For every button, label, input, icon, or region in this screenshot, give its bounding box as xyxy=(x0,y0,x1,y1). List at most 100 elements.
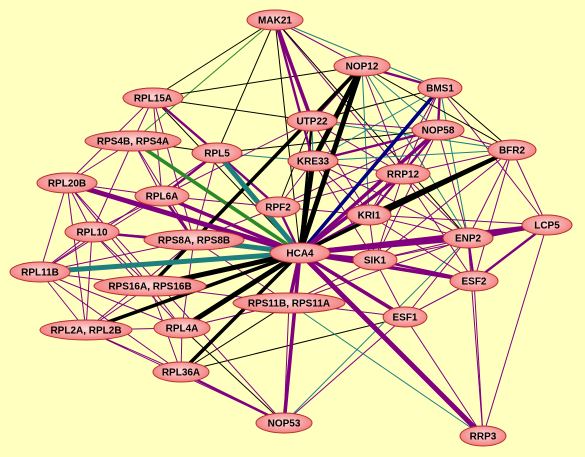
node-nop58[interactable]: NOP58 xyxy=(411,119,465,141)
edge-rpl20b-rpl11b xyxy=(39,182,68,273)
edge-hca4-nop58 xyxy=(298,128,440,255)
edge-kre33-enp2 xyxy=(312,160,469,239)
node-label: RPL6A xyxy=(146,192,179,203)
node-rpl15a[interactable]: RPL15A xyxy=(122,87,184,109)
node-rps16a[interactable]: RPS16A, RPS16B xyxy=(93,275,207,297)
edge-esf2-rrp3 xyxy=(473,280,484,437)
node-ellipse xyxy=(255,412,313,434)
node-rpl2a[interactable]: RPL2A, RPL2B xyxy=(39,319,133,341)
edge-rpl20b-rpl2a xyxy=(66,182,87,331)
node-label: NOP58 xyxy=(422,126,455,137)
edge-bfr2-enp2 xyxy=(467,149,513,239)
node-rpl4a[interactable]: RPL4A xyxy=(153,317,211,339)
node-rps11b[interactable]: RPS11B, RPS11A xyxy=(232,292,346,314)
node-sik1[interactable]: SIK1 xyxy=(352,249,398,271)
node-enp2[interactable]: ENP2 xyxy=(442,227,494,249)
node-ellipse xyxy=(287,150,339,172)
node-utp22[interactable]: UTP22 xyxy=(286,110,338,132)
node-bfr2[interactable]: BFR2 xyxy=(487,139,537,161)
node-rpl6a[interactable]: RPL6A xyxy=(134,185,190,207)
edge-enp2-rrp3 xyxy=(467,237,484,437)
node-label: RPS16A, RPS16B xyxy=(108,282,191,293)
edge-mak21-kre33 xyxy=(273,18,315,163)
node-nop12[interactable]: NOP12 xyxy=(333,55,391,77)
node-ellipse xyxy=(93,275,207,297)
node-rpf2[interactable]: RPF2 xyxy=(255,196,301,218)
node-rpl36a[interactable]: RPL36A xyxy=(152,361,210,383)
node-label: ESF2 xyxy=(461,277,486,288)
node-rps8a[interactable]: RPS8A, RPS8B xyxy=(143,229,245,251)
node-bms1[interactable]: BMS1 xyxy=(417,77,463,99)
node-mak21[interactable]: MAK21 xyxy=(246,9,304,31)
node-label: RPL10 xyxy=(76,228,108,239)
node-kri1[interactable]: KRI1 xyxy=(346,204,392,226)
node-rrp3[interactable]: RRP3 xyxy=(459,425,507,447)
edge-rrp12-enp2 xyxy=(402,173,469,239)
node-label: RPL4A xyxy=(166,324,199,335)
edge-hca4-rpl36a xyxy=(179,251,302,374)
node-label: BMS1 xyxy=(426,84,454,95)
node-label: ENP2 xyxy=(455,234,482,245)
edge-hca4-rpl20b xyxy=(64,180,303,256)
node-label: HCA4 xyxy=(286,249,314,260)
edge-nop12-bfr2 xyxy=(361,65,513,151)
node-label: MAK21 xyxy=(258,16,292,27)
edge-kri1-esf2 xyxy=(368,214,475,282)
node-ellipse xyxy=(152,361,210,383)
node-esf2[interactable]: ESF2 xyxy=(449,270,499,292)
node-rrp12[interactable]: RRP12 xyxy=(375,163,431,185)
node-rpl5[interactable]: RPL5 xyxy=(191,142,243,164)
node-ellipse xyxy=(64,221,120,243)
node-nop53[interactable]: NOP53 xyxy=(255,412,313,434)
node-ellipse xyxy=(269,242,331,264)
node-label: LCP5 xyxy=(534,221,560,232)
node-ellipse xyxy=(346,204,392,226)
node-ellipse xyxy=(36,172,98,194)
edge-enp2-esf1 xyxy=(404,237,469,318)
edge-rps11b-rrp3 xyxy=(288,302,484,437)
edge-bfr2-esf2 xyxy=(473,149,513,282)
edge-rpl4a-nop53 xyxy=(181,327,285,424)
edge-hca4-bms1 xyxy=(298,86,442,255)
node-label: RPL2A, RPL2B xyxy=(50,326,121,337)
node-ellipse xyxy=(333,55,391,77)
edge-rps8a-rps11b xyxy=(193,239,290,304)
node-rps4b[interactable]: RPS4B, RPS4A xyxy=(84,130,182,152)
edge-mak21-rpl15a xyxy=(152,19,276,99)
node-label: KRE33 xyxy=(297,157,330,168)
node-rpl11b[interactable]: RPL11B xyxy=(9,261,71,283)
edge-rpl5-rps8a xyxy=(193,152,218,241)
node-ellipse xyxy=(375,163,431,185)
edge-hca4-rrp3 xyxy=(297,250,486,439)
edge-nop12-nop58 xyxy=(361,65,439,131)
edge-mak21-bms1 xyxy=(274,19,441,89)
node-esf1[interactable]: ESF1 xyxy=(382,306,428,328)
node-ellipse xyxy=(39,319,133,341)
node-rpl10[interactable]: RPL10 xyxy=(64,221,120,243)
edge-bfr2-kri1 xyxy=(367,148,514,217)
node-label: RPF2 xyxy=(265,203,291,214)
node-label: ESF1 xyxy=(392,313,417,324)
edge-rrp12-esf2 xyxy=(402,173,475,282)
edge-mak21-rpl5 xyxy=(216,19,276,154)
edge-mak21-rps4b xyxy=(132,19,276,142)
edge-rpl5-rpl11b xyxy=(39,152,218,273)
node-ellipse xyxy=(246,9,304,31)
edge-mak21-utp22 xyxy=(273,18,314,123)
edge-hca4-nop53 xyxy=(282,251,302,425)
edge-rps11b-enp2 xyxy=(288,237,469,304)
node-label: UTP22 xyxy=(296,117,328,128)
node-ellipse xyxy=(521,214,573,236)
node-label: RPS8A, RPS8B xyxy=(158,236,230,247)
node-label: RPS11B, RPS11A xyxy=(248,299,330,310)
node-label: BFR2 xyxy=(499,146,526,157)
node-kre33[interactable]: KRE33 xyxy=(287,150,339,172)
edge-rpl15a-nop12 xyxy=(152,65,363,99)
node-ellipse xyxy=(352,249,398,271)
node-label: RRP3 xyxy=(470,432,497,443)
node-label: RRP12 xyxy=(387,170,420,181)
node-lcp5[interactable]: LCP5 xyxy=(521,214,573,236)
node-rpl20b[interactable]: RPL20B xyxy=(36,172,98,194)
node-hca4[interactable]: HCA4 xyxy=(269,242,331,264)
